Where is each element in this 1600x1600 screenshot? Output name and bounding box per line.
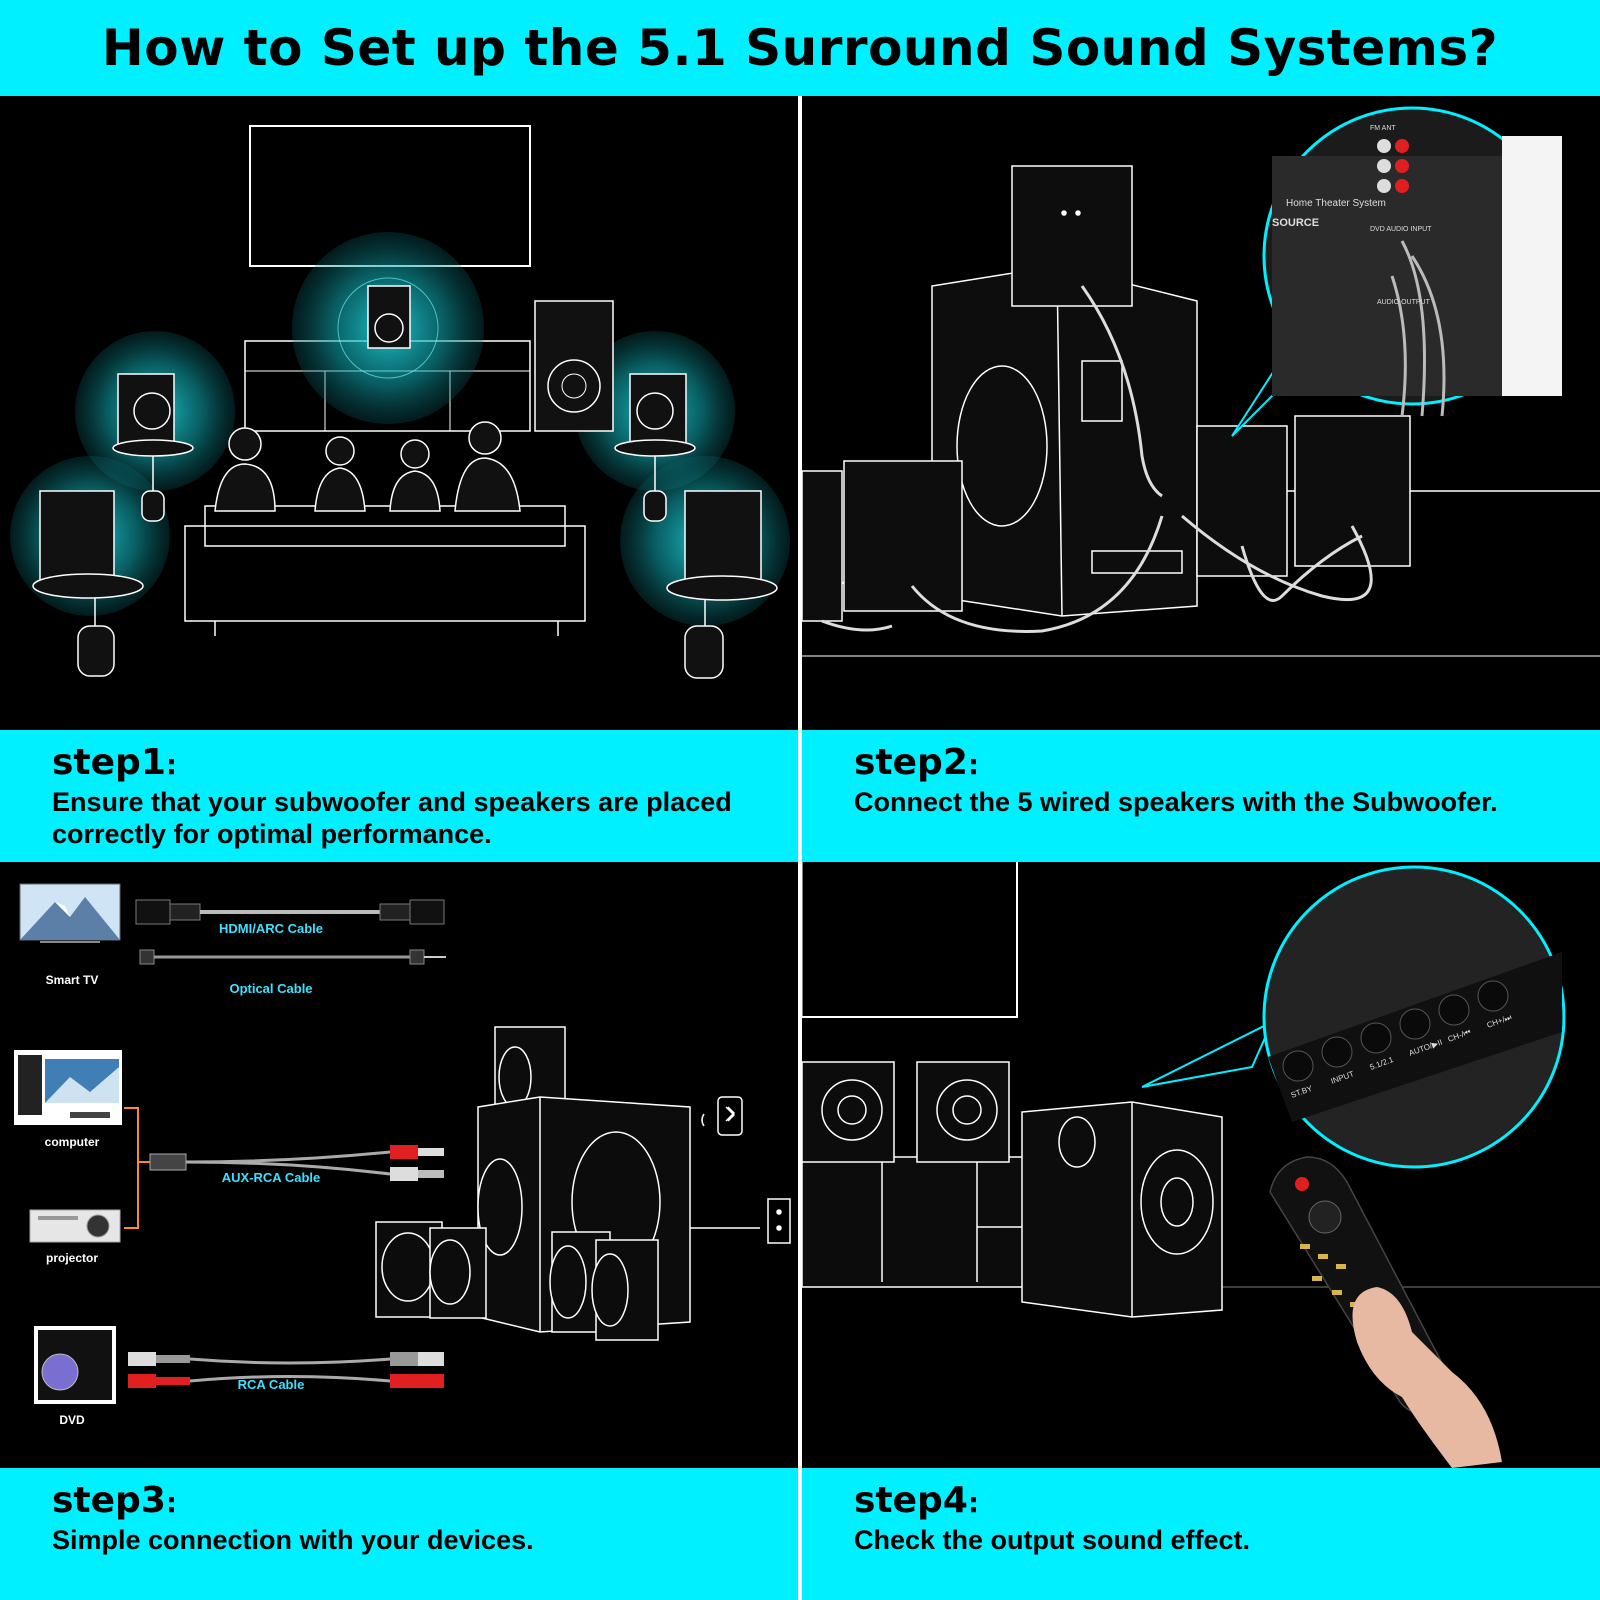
input-button[interactable] <box>1321 1036 1353 1068</box>
ch-prev-button[interactable] <box>1438 994 1470 1026</box>
svg-text:Home Theater System: Home Theater System <box>1286 198 1386 209</box>
mode-51-21-button[interactable] <box>1360 1022 1392 1054</box>
step2-label: step2 <box>854 742 968 783</box>
step2-text: Connect the 5 wired speakers with the Su… <box>854 787 1498 817</box>
subwoofer-outline <box>1021 1101 1223 1318</box>
hand-icon <box>1352 1287 1502 1468</box>
dvd-icon <box>34 1326 116 1404</box>
power-outlet-icon <box>690 1198 791 1244</box>
step1-caption: step1: Ensure that your subwoofer and sp… <box>0 730 798 862</box>
svg-text:FM ANT: FM ANT <box>1370 125 1396 132</box>
optical-cable-label: Optical Cable <box>229 981 312 996</box>
step3-colon: : <box>165 1486 178 1519</box>
step4-heading: step4: <box>854 1480 979 1521</box>
step4-colon: : <box>967 1486 980 1519</box>
tv-outline <box>802 862 1018 1018</box>
step4-illustration: ST.BY INPUT 5.1/2.1 AUTO/▶II CH-/⏮ CH+/⏭ <box>802 862 1600 1468</box>
ch-next-button[interactable] <box>1477 980 1509 1012</box>
projector-icon <box>29 1209 121 1243</box>
subwoofer-outline <box>534 300 614 432</box>
computer-icon <box>14 1050 122 1125</box>
step4-caption: step4: Check the output sound effect. <box>802 1468 1600 1600</box>
auto-play-button[interactable] <box>1399 1008 1431 1040</box>
rear-panel-zoom-bubble: Home Theater System SOURCE DVD AUDIO INP… <box>1231 106 1562 437</box>
projector-label: projector <box>46 1251 98 1265</box>
step4-label: step4 <box>854 1480 968 1521</box>
svg-text:AUDIO OUTPUT: AUDIO OUTPUT <box>1377 299 1431 306</box>
step2-heading: step2: <box>854 742 979 783</box>
vertical-divider <box>798 96 802 1600</box>
step1-text: Ensure that your subwoofer and speakers … <box>52 787 732 849</box>
subwoofer-outline <box>931 265 1198 617</box>
people-outline <box>214 421 521 512</box>
aux-rca-cable-label: AUX-RCA Cable <box>222 1170 320 1185</box>
step2-illustration: Home Theater System SOURCE DVD AUDIO INP… <box>802 96 1600 730</box>
step1-illustration <box>0 96 798 730</box>
rca-cable-icon <box>128 1352 444 1388</box>
sofa-outline <box>184 505 586 636</box>
smart-tv-label: Smart TV <box>46 973 99 987</box>
step3-illustration: Smart TV HDMI/ARC Cable Optical Cable co… <box>0 862 798 1468</box>
rca-cable-label: RCA Cable <box>238 1377 305 1392</box>
step1-colon: : <box>165 748 178 781</box>
hdmi-cable-label: HDMI/ARC Cable <box>219 921 323 936</box>
svg-text:SOURCE: SOURCE <box>1272 217 1319 229</box>
step3-caption: step3: Simple connection with your devic… <box>0 1468 798 1600</box>
step2-caption: step2: Connect the 5 wired speakers with… <box>802 730 1600 862</box>
page-title: How to Set up the 5.1 Surround Sound Sys… <box>101 19 1499 77</box>
step3-heading: step3: <box>52 1480 177 1521</box>
step1-label: step1 <box>52 742 166 783</box>
step4-text: Check the output sound effect. <box>854 1525 1251 1555</box>
header-banner: How to Set up the 5.1 Surround Sound Sys… <box>0 0 1600 96</box>
device-bracket <box>124 1107 139 1229</box>
speaker-system-outline <box>375 1026 691 1341</box>
bluetooth-phone-icon <box>701 1096 743 1136</box>
computer-label: computer <box>45 1135 100 1149</box>
aux-rca-cable-icon <box>149 1145 444 1181</box>
step1-heading: step1: <box>52 742 177 783</box>
optical-cable-icon <box>139 949 446 965</box>
dvd-label: DVD <box>59 1413 85 1427</box>
svg-text:DVD AUDIO INPUT: DVD AUDIO INPUT <box>1370 226 1432 233</box>
step3-text: Simple connection with your devices. <box>52 1525 534 1555</box>
hdmi-cable-icon <box>135 899 445 925</box>
step3-label: step3 <box>52 1480 166 1521</box>
step2-colon: : <box>967 748 980 781</box>
smart-tv-icon <box>19 883 121 943</box>
standby-button[interactable] <box>1282 1050 1314 1082</box>
